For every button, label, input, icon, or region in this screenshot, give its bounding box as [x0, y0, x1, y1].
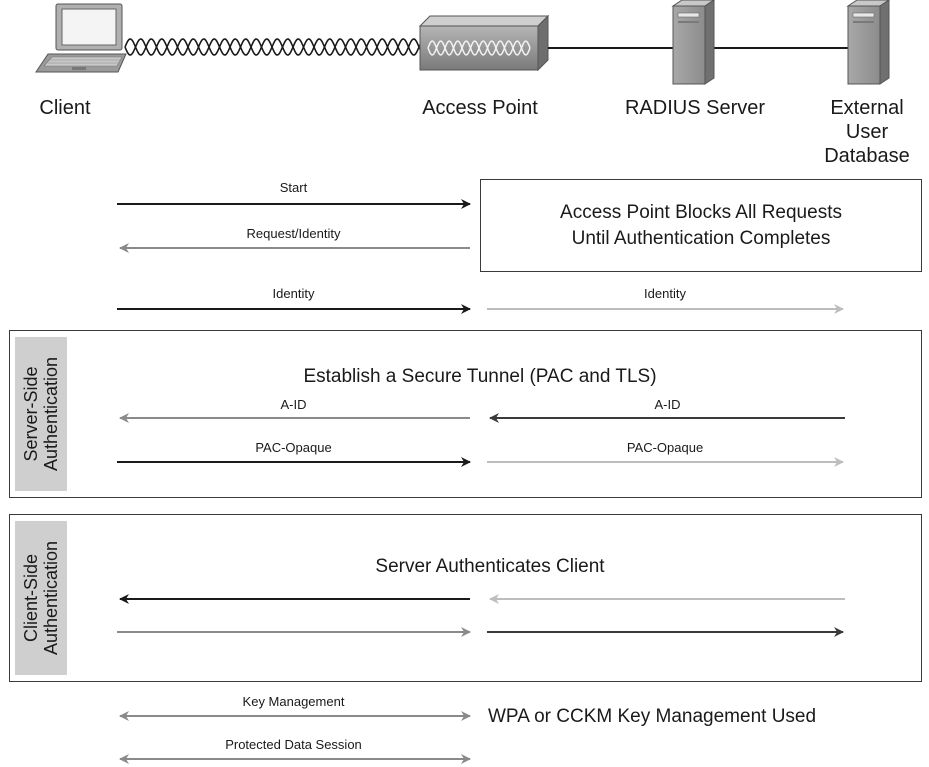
- request-identity-label: Request/Identity: [246, 226, 341, 241]
- server-side-phase: [9, 330, 922, 498]
- start-label: Start: [279, 180, 308, 195]
- radius-server-icon: [671, 0, 715, 85]
- client-side-tab-label: Client-Side Authentication: [21, 540, 61, 656]
- database-server-icon: [846, 0, 890, 85]
- client-side-tab: Client-Side Authentication: [15, 521, 67, 675]
- access-point-icon: [418, 14, 550, 72]
- server-side-title: Establish a Secure Tunnel (PAC and TLS): [303, 366, 657, 387]
- client-side-phase: [9, 514, 922, 682]
- radius-server-label: RADIUS Server: [624, 97, 766, 119]
- ap-block-note: Access Point Blocks All Requests Until A…: [560, 202, 842, 249]
- protected-session-label: Protected Data Session: [225, 737, 362, 752]
- laptop-icon: [35, 3, 127, 73]
- server-side-tab-label: Server-Side Authentication: [21, 356, 61, 472]
- key-management-note: WPA or CCKM Key Management Used: [488, 706, 817, 727]
- wireless-link-icon: [124, 38, 421, 56]
- pac-right-label: PAC-Opaque: [626, 440, 704, 455]
- identity-client-label: Identity: [272, 286, 315, 301]
- access-point-label: Access Point: [422, 97, 538, 119]
- server-side-tab: Server-Side Authentication: [15, 337, 67, 491]
- aid-left-label: A-ID: [280, 397, 307, 412]
- client-label: Client: [39, 97, 91, 119]
- pac-left-label: PAC-Opaque: [255, 440, 332, 455]
- aid-right-label: A-ID: [654, 397, 681, 412]
- identity-ap-label: Identity: [644, 286, 686, 301]
- client-side-title: Server Authenticates Client: [375, 556, 605, 577]
- external-db-label: External User Database: [824, 97, 910, 167]
- ap-block-note-box: Access Point Blocks All Requests Until A…: [480, 179, 922, 272]
- key-management-label: Key Management: [242, 694, 345, 709]
